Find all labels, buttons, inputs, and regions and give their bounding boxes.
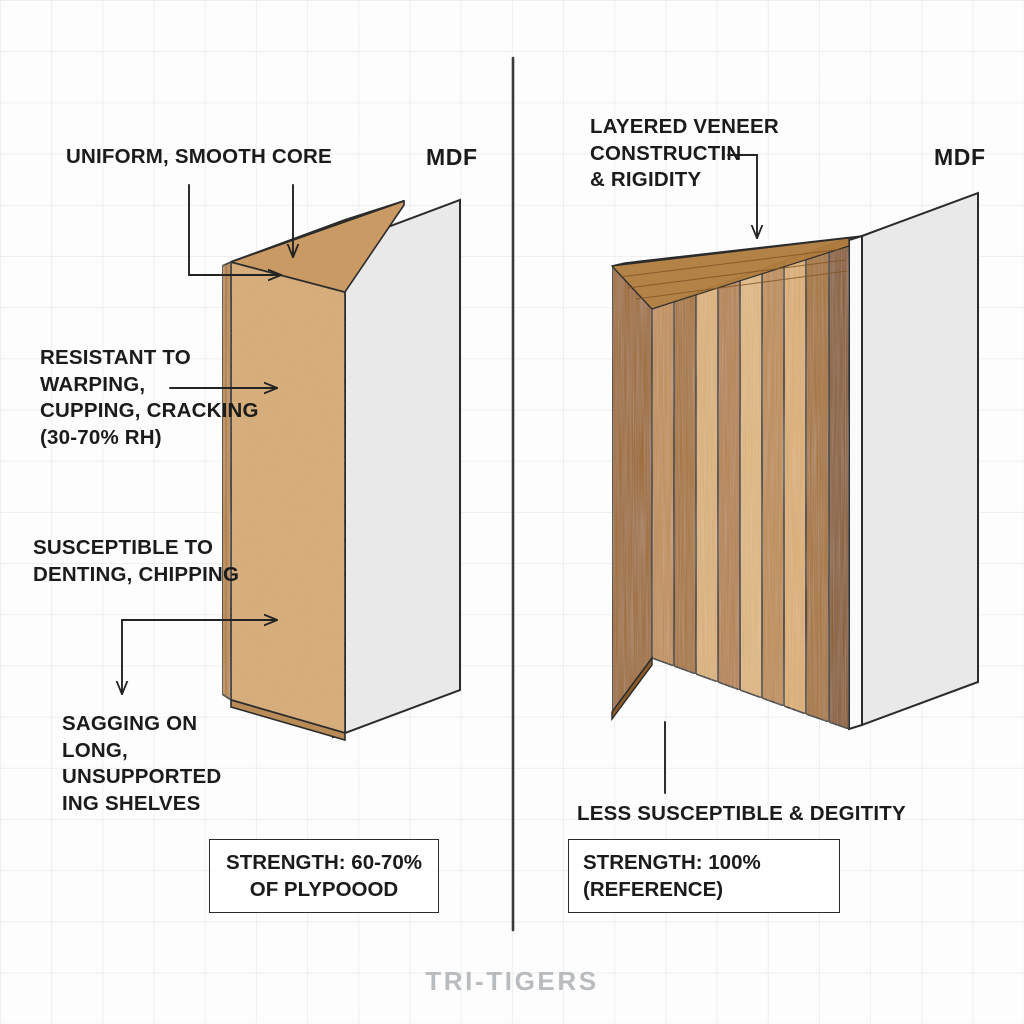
leader-uniform-core <box>188 184 281 275</box>
veneer-ply <box>651 299 675 668</box>
annotation-uniform-smooth-core: UNIFORM, SMOOTH CORE <box>66 145 332 168</box>
annotation-resistant-to-warping: RESISTANT TO WARPING, CUPPING, CRACKING … <box>40 346 259 449</box>
material-label-left: MDF <box>426 144 478 170</box>
mdf-core-bottom <box>230 698 346 742</box>
veneer-ply <box>673 291 697 676</box>
veneer-ply <box>761 259 785 708</box>
mdf-laminate-face <box>344 198 461 735</box>
annotation-layered-veneer-construction: LAYERED VENEER CONSTRUCTIN & RIGIDITY <box>590 115 779 192</box>
plywood-top-facets <box>610 235 863 310</box>
mdf-core-body <box>230 260 346 735</box>
annotation-susceptible-to-denting: SUSCEPTIBLE TO DENTING, CHIPPING <box>33 536 240 586</box>
annotation-less-susceptible-degitity: LESS SUSCEPTIBLE & DEGITITY <box>577 802 906 825</box>
veneer-ply <box>783 251 807 716</box>
leader-layered-veneer <box>727 154 757 238</box>
strength-callout-right: STRENGTH: 100% (REFERENCE) <box>568 839 840 913</box>
plywood-board-graphic <box>610 191 979 731</box>
veneer-ply <box>695 283 719 684</box>
veneer-ply <box>805 243 830 724</box>
strength-callout-left: STRENGTH: 60-70% OF PLYPOOOD <box>209 839 439 913</box>
veneer-ply <box>828 236 850 731</box>
watermark: TRI-TIGERS <box>425 966 599 996</box>
leader-lines <box>122 154 757 794</box>
plywood-laminate-face <box>861 191 979 727</box>
material-label-right: MDF <box>934 144 986 170</box>
veneer-ply <box>717 275 741 692</box>
mdf-board-graphic <box>221 198 461 742</box>
veneer-ply <box>739 267 763 700</box>
veneer-ply <box>611 263 653 715</box>
annotation-sagging-on-long-shelves: SAGGING ON LONG, UNSUPPORTED ING SHELVES <box>62 712 222 815</box>
plywood-laminate-edge <box>848 234 863 731</box>
plywood-bottom-ends <box>611 655 653 722</box>
veneer-top-lines <box>619 248 848 300</box>
plywood-veneer-stack <box>611 236 850 731</box>
